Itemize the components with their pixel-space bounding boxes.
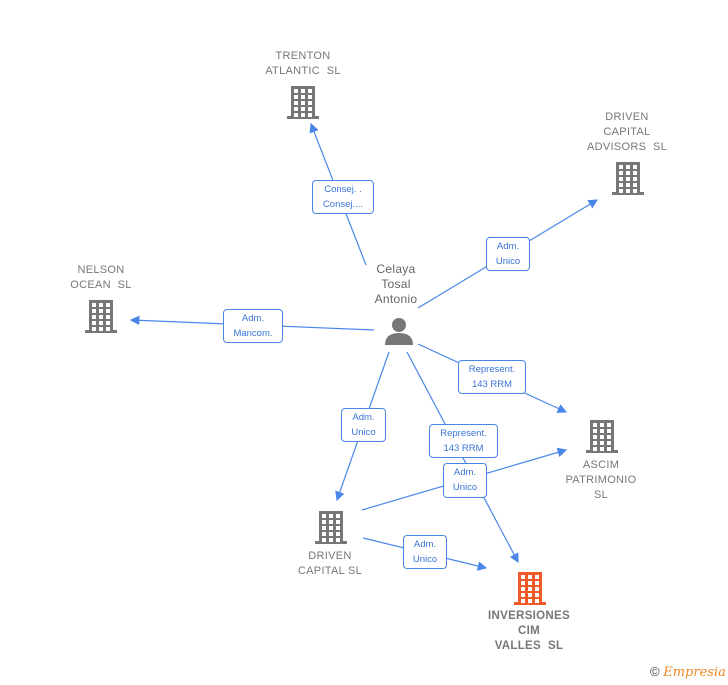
edge-label: Adm. Unico — [403, 535, 447, 569]
building-icon — [85, 300, 117, 333]
node-trenton[interactable]: TRENTON ATLANTIC SL — [265, 50, 341, 77]
edge-label: Adm. Unico — [443, 463, 487, 498]
person-icon — [385, 318, 413, 345]
building-icons — [85, 86, 644, 605]
building-icon — [612, 162, 644, 195]
building-icon — [514, 572, 546, 605]
node-nelson[interactable]: NELSON OCEAN SL — [70, 264, 132, 291]
node-person[interactable]: Celaya Tosal Antonio — [374, 262, 418, 306]
edge-label: Adm. Unico — [341, 408, 386, 442]
node-driven-advisors[interactable]: DRIVEN CAPITAL ADVISORS SL — [586, 111, 668, 153]
edge-label: Adm. Unico — [486, 237, 530, 271]
node-inversiones[interactable]: INVERSIONES CIM VALLES SL — [488, 610, 570, 652]
edge-label: Represent. 143 RRM — [458, 360, 526, 394]
edge-label: Adm. Mancom. — [223, 309, 283, 343]
footer-logo: © Empresia — [650, 664, 726, 680]
building-icon — [315, 511, 347, 544]
edge-label: Represent. 143 RRM — [429, 424, 498, 458]
edge-label: Consej. . Consej.... — [312, 180, 374, 214]
node-ascim[interactable]: ASCIM PATRIMONIO SL — [565, 459, 637, 501]
building-icon — [586, 420, 618, 453]
node-driven-capital[interactable]: DRIVEN CAPITAL SL — [297, 550, 363, 577]
building-icon — [287, 86, 319, 119]
